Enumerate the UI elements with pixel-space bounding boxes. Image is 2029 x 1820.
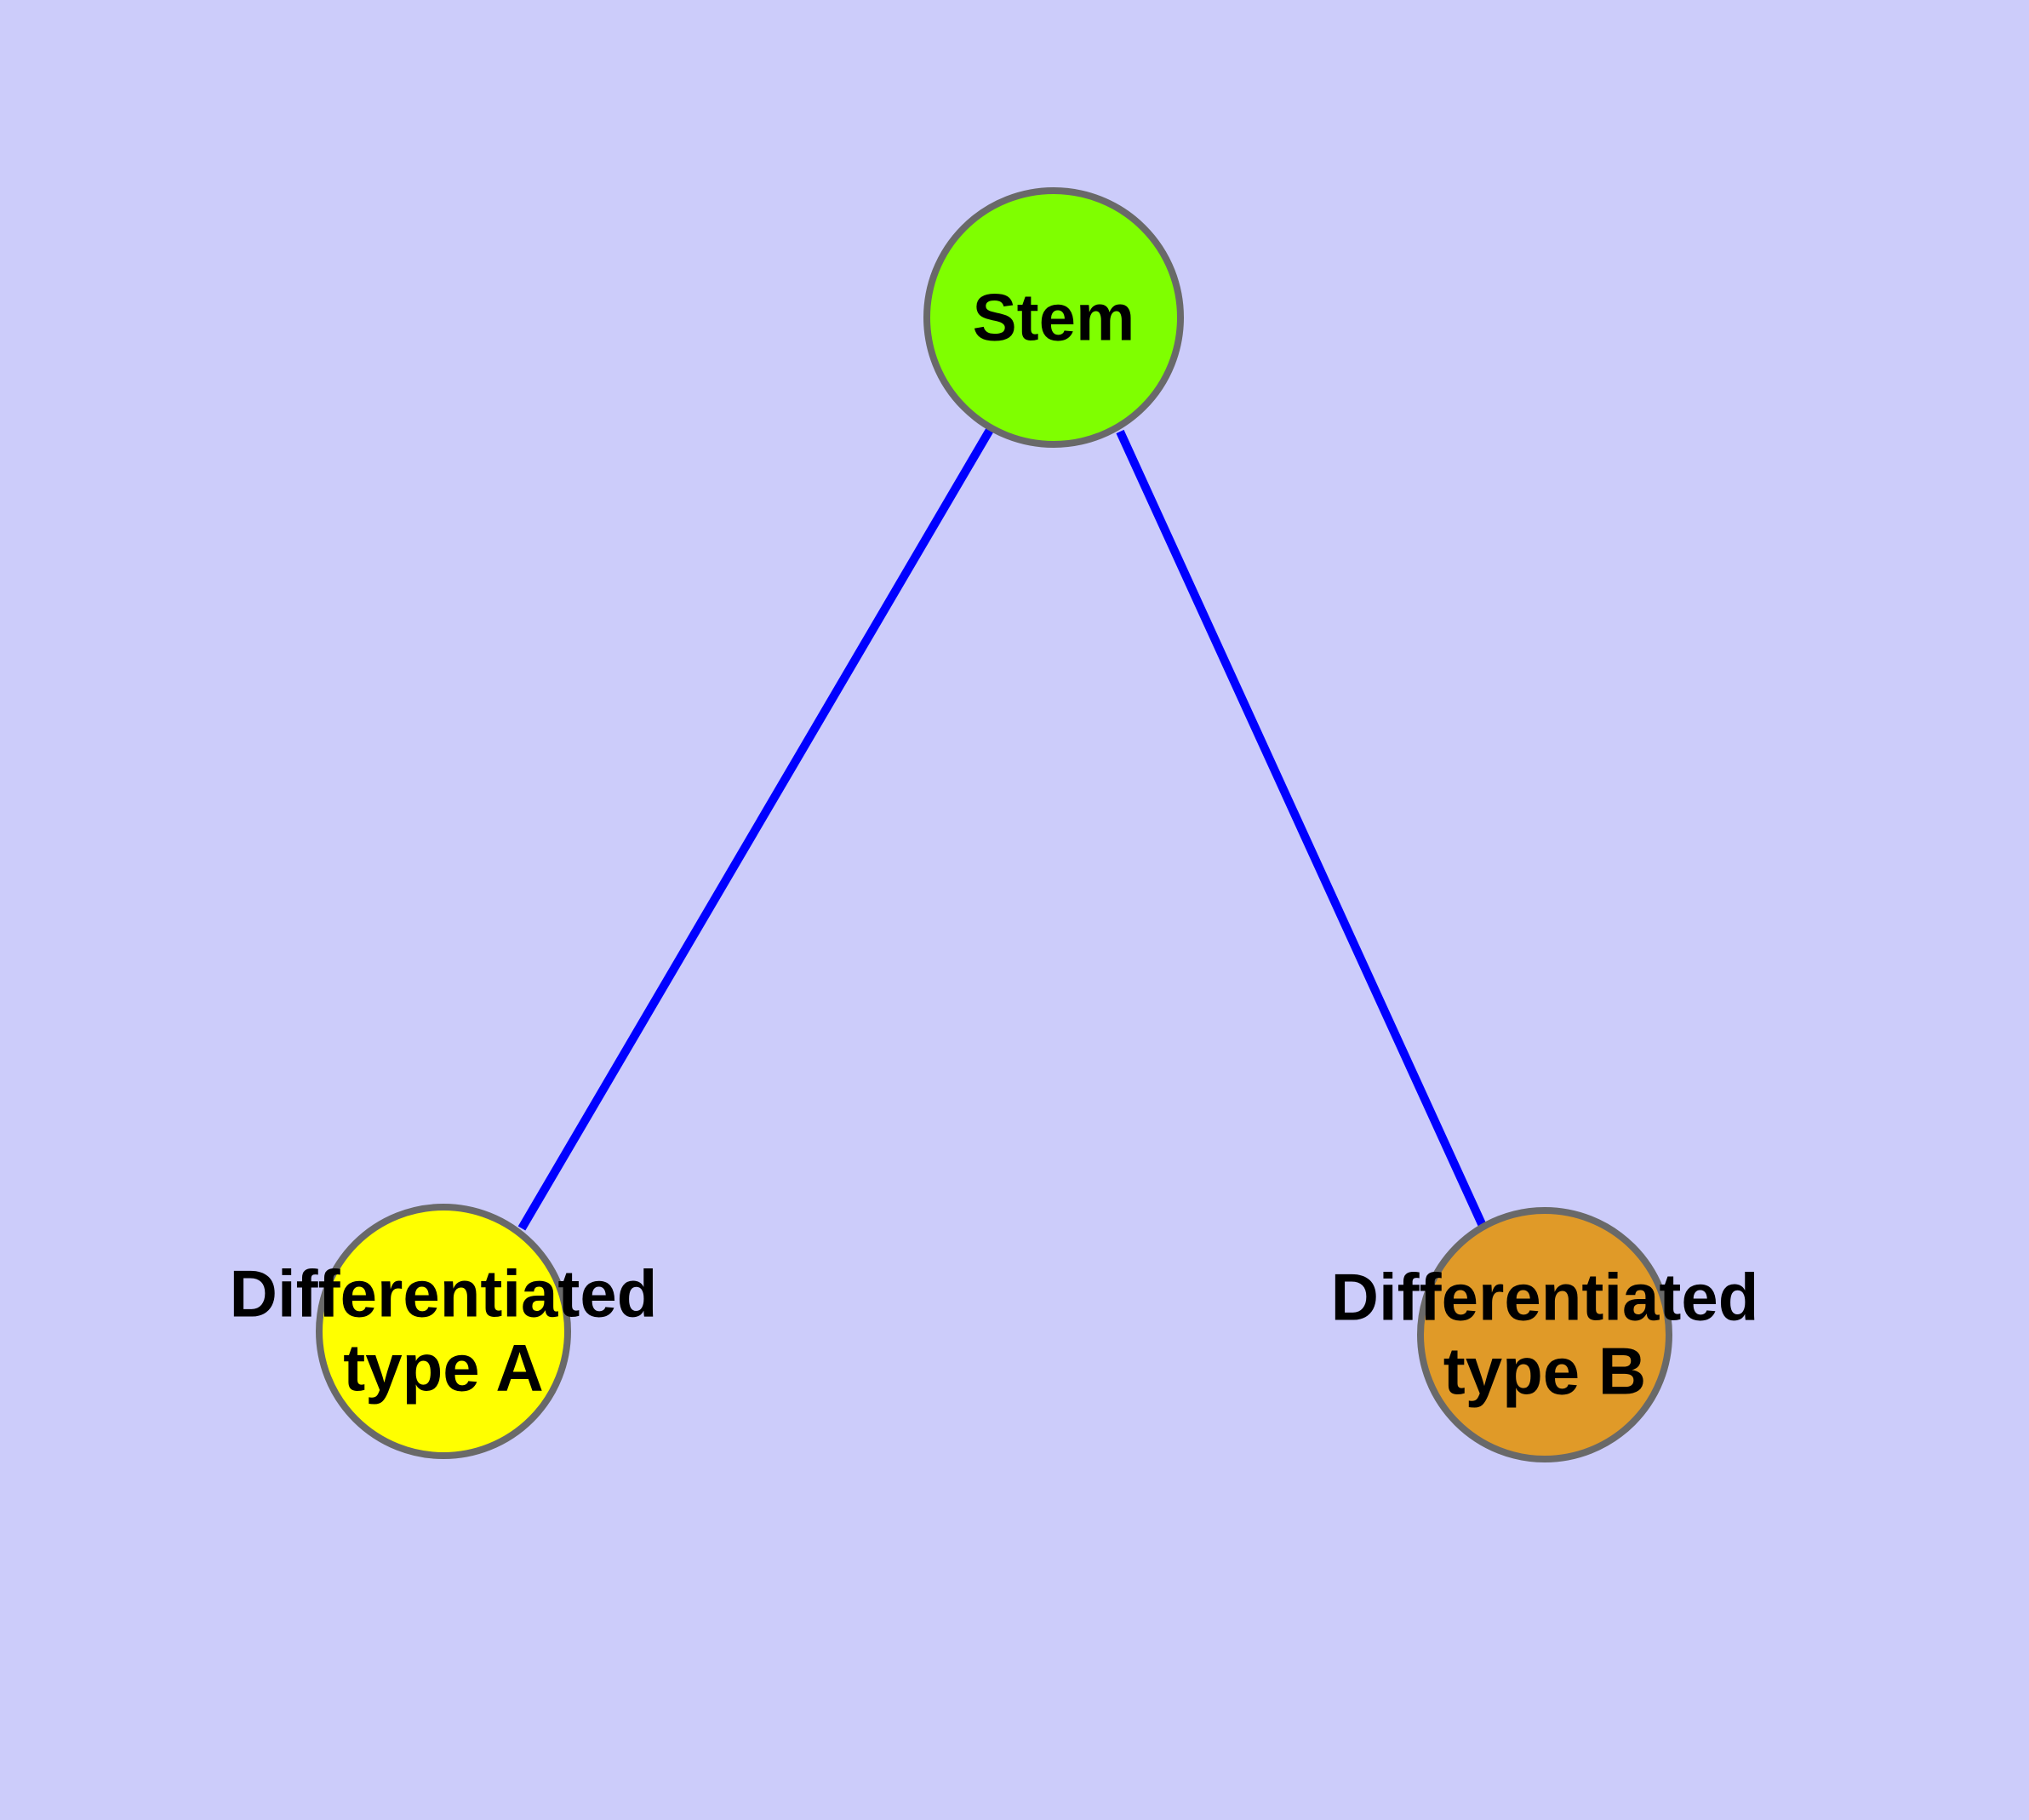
- label-line-1: Differentiated: [229, 1256, 658, 1331]
- node-differentiated-type-b[interactable]: Differentiated type B: [1331, 1207, 1758, 1462]
- edge-stem-to-differentiated-type-a: [517, 427, 994, 1231]
- node-differentiated-type-b-label: Differentiated type B: [1330, 1259, 1759, 1410]
- label-line-2: type B: [1443, 1334, 1647, 1409]
- label-line-1: Differentiated: [1330, 1259, 1759, 1335]
- label-line-2: type A: [343, 1331, 544, 1405]
- node-stem-label: Stem: [972, 279, 1135, 355]
- node-stem[interactable]: Stem: [923, 187, 1184, 448]
- edge-stem-to-differentiated-type-b: [1116, 429, 1487, 1228]
- node-differentiated-type-a-label: Differentiated type A: [229, 1256, 658, 1406]
- node-differentiated-type-a[interactable]: Differentiated type A: [230, 1204, 657, 1459]
